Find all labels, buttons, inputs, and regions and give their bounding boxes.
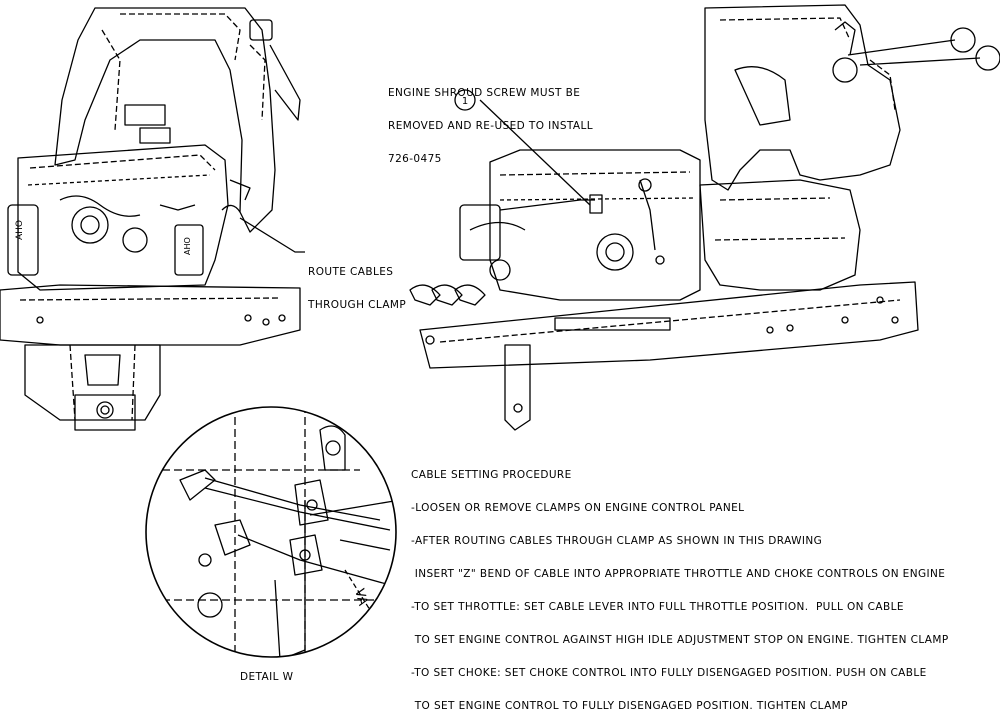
procedure-title: CABLE SETTING PROCEDURE bbox=[411, 469, 572, 481]
procedure-step-3-cont: TO SET ENGINE CONTROL AGAINST HIGH IDLE … bbox=[411, 634, 949, 646]
route-cables-note: ROUTE CABLES THROUGH CLAMP bbox=[308, 245, 406, 322]
shroud-note-line-1: ENGINE SHROUD SCREW MUST BE bbox=[388, 87, 581, 99]
callout-circle-1 bbox=[454, 89, 476, 111]
shroud-note-line-2: REMOVED AND RE-USED TO INSTALL bbox=[388, 120, 594, 132]
shroud-note-line-3: 726-0475 bbox=[388, 153, 442, 165]
shroud-screw-note: ENGINE SHROUD SCREW MUST BE REMOVED AND … bbox=[388, 66, 593, 176]
procedure-step-4-cont: TO SET ENGINE CONTROL TO FULLY DISENGAGE… bbox=[411, 700, 848, 712]
svg-text:VA: VA bbox=[351, 587, 370, 607]
left-engine-front-view: AHO AHO bbox=[0, 7, 305, 431]
procedure-step-1: -LOOSEN OR REMOVE CLAMPS ON ENGINE CONTR… bbox=[411, 502, 745, 514]
procedure-step-2-cont: INSERT "Z" BEND OF CABLE INTO APPROPRIAT… bbox=[411, 568, 946, 580]
procedure-step-2: -AFTER ROUTING CABLES THROUGH CLAMP AS S… bbox=[411, 535, 823, 547]
detail-w-view: VA bbox=[145, 406, 397, 658]
svg-text:AHO: AHO bbox=[183, 237, 192, 255]
detail-w-label: DETAIL W bbox=[240, 671, 294, 683]
svg-text:AHO: AHO bbox=[15, 220, 25, 240]
procedure-step-4: -TO SET CHOKE: SET CHOKE CONTROL INTO FU… bbox=[411, 667, 927, 679]
route-note-line-2: THROUGH CLAMP bbox=[308, 299, 407, 311]
right-engine-side-view bbox=[409, 4, 1000, 431]
technical-drawing: AHO AHO bbox=[0, 4, 1000, 658]
procedure-step-3: -TO SET THROTTLE: SET CABLE LEVER INTO F… bbox=[411, 601, 904, 613]
callout-number-1: 1 bbox=[462, 96, 468, 107]
route-note-line-1: ROUTE CABLES bbox=[308, 266, 394, 278]
